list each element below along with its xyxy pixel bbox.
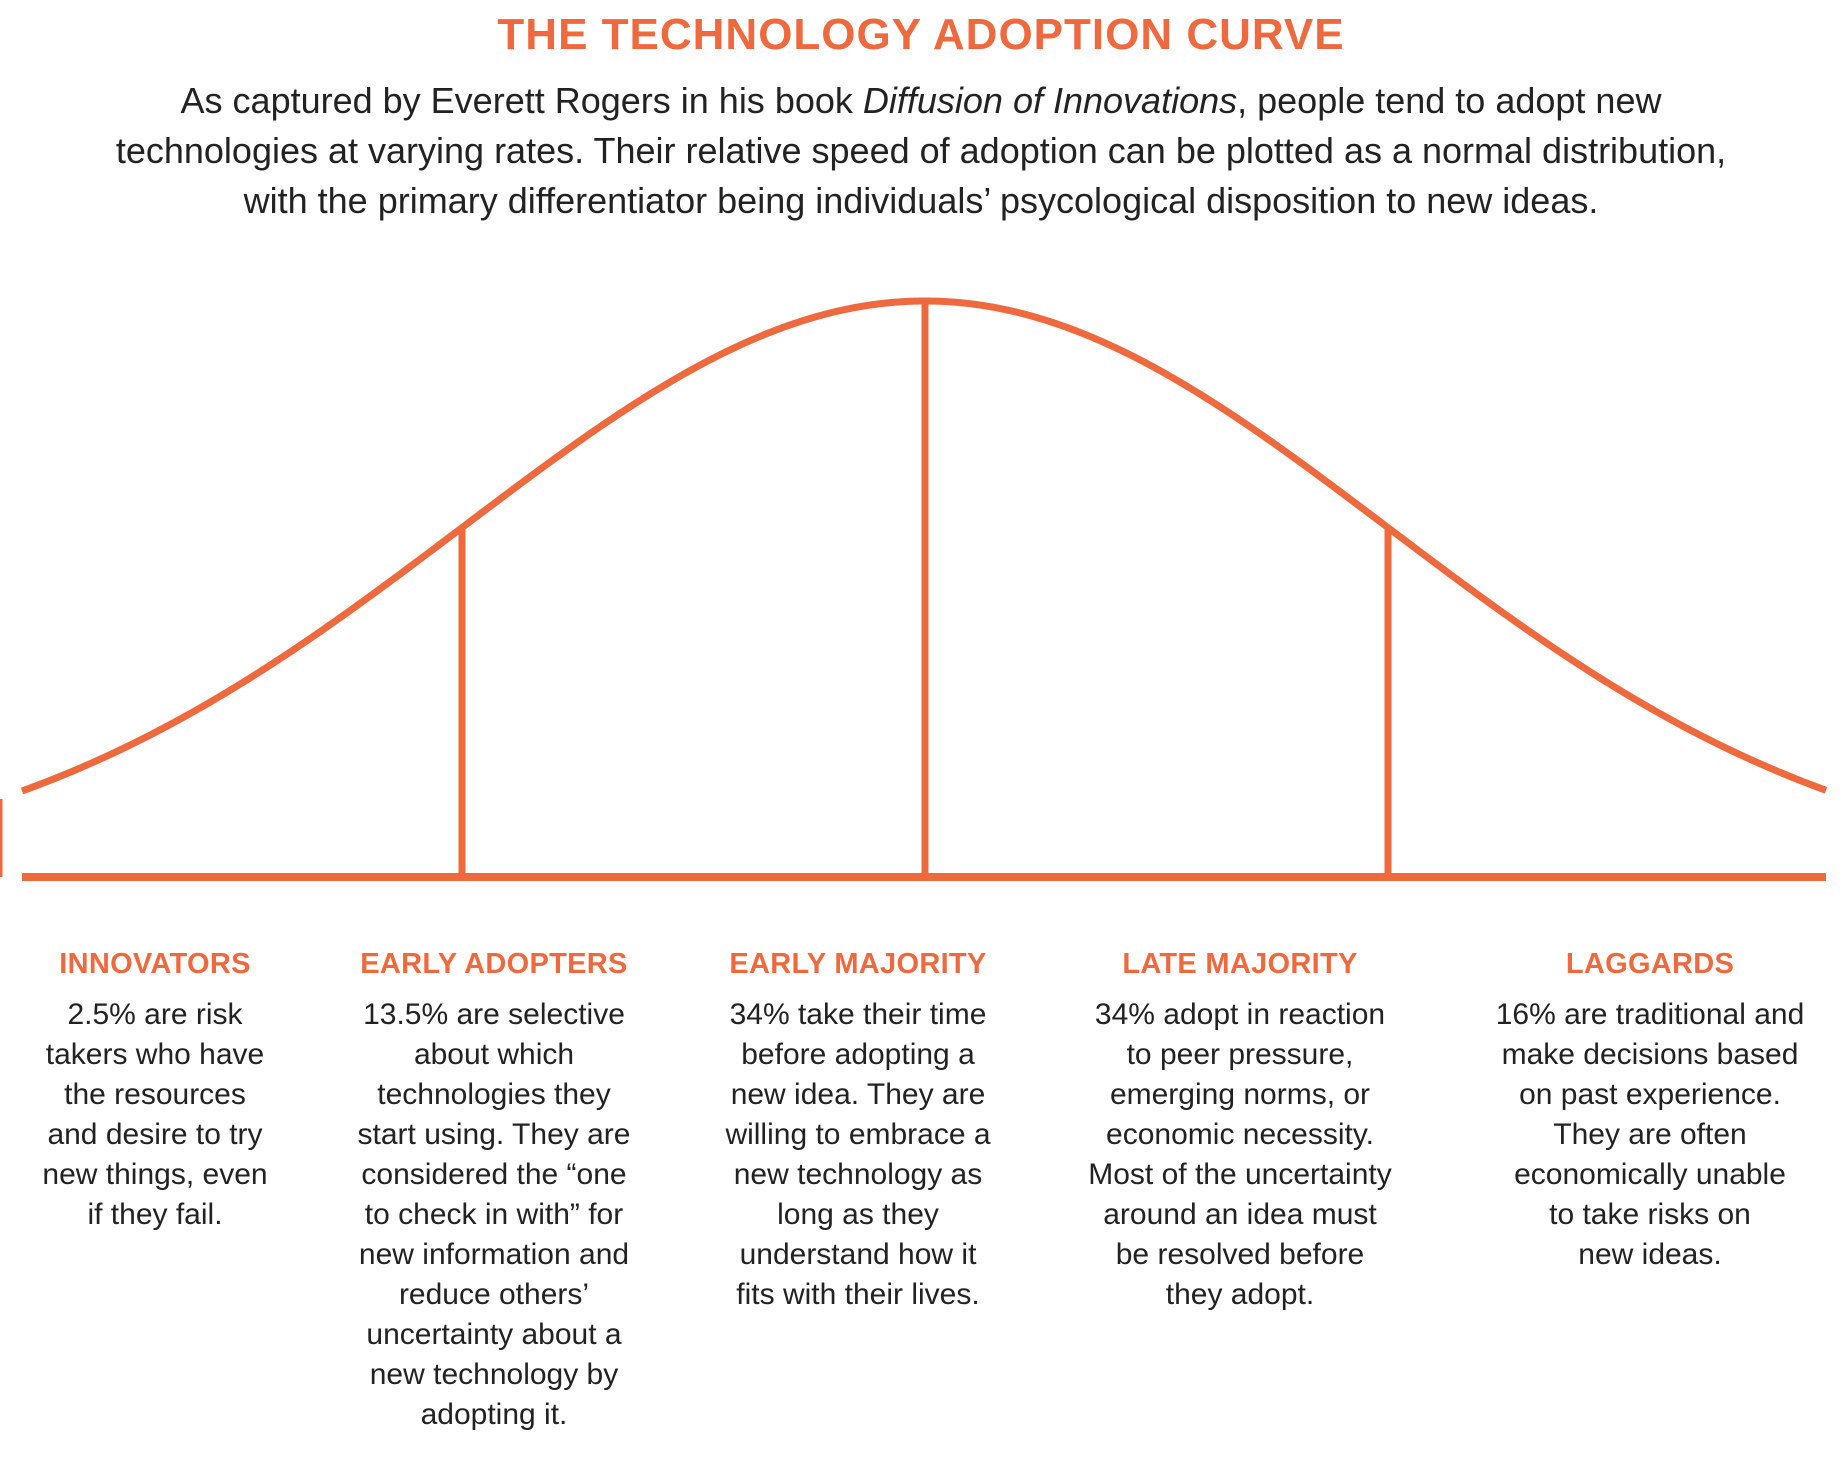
segment-laggards: LAGGARDS 16% are traditional and make dec…: [1470, 948, 1830, 1275]
description-line: reduce others’: [398, 1278, 590, 1311]
description-line: they adopt.: [1165, 1278, 1315, 1311]
segment-late-majority: LATE MAJORITY 34% adopt in reaction to pe…: [1065, 948, 1415, 1315]
description-line: new information and: [358, 1238, 630, 1271]
description-line: and desire to try: [47, 1118, 263, 1151]
segment-title-early-majority: EARLY MAJORITY: [729, 948, 987, 980]
description-line: long as they: [777, 1198, 939, 1231]
description-line: make decisions based: [1501, 1038, 1799, 1071]
description-line: 34% adopt in reaction: [1094, 998, 1386, 1031]
description-line: economically unable: [1514, 1158, 1786, 1191]
book-title: Diffusion of Innovations: [862, 80, 1238, 121]
description-line: new things, even: [42, 1158, 268, 1191]
description-line: new idea. They are: [730, 1078, 986, 1111]
segment-description-laggards: 16% are traditional and make decisions ba…: [1470, 995, 1830, 1275]
description-line: fits with their lives.: [736, 1278, 980, 1311]
segment-description-late-majority: 34% adopt in reaction to peer pressure, em…: [1065, 995, 1415, 1315]
segment-title-late-majority: LATE MAJORITY: [1122, 948, 1358, 980]
description-line: to peer pressure,: [1126, 1038, 1354, 1071]
segment-description-early-majority: 34% take their time before adopting a new …: [698, 995, 1018, 1315]
description-line: start using. They are: [357, 1118, 631, 1151]
description-line: 2.5% are risk: [67, 998, 243, 1031]
description-line: adopting it.: [420, 1398, 568, 1431]
description-line: considered the “one: [361, 1158, 627, 1191]
description-line: technologies they: [377, 1078, 611, 1111]
segment-innovators: INNOVATORS 2.5% are risk takers who have t…: [0, 948, 310, 1235]
segment-early-majority: EARLY MAJORITY 34% take their time before…: [698, 948, 1018, 1315]
description-line: economic necessity.: [1106, 1118, 1374, 1151]
description-line: new ideas.: [1578, 1238, 1722, 1271]
description-line: takers who have: [45, 1038, 265, 1071]
intro-text-line2: technologies at varying rates. Their rel…: [115, 130, 1727, 171]
intro-text-line3: with the primary differentiator being in…: [243, 180, 1599, 221]
intro-text-start: As captured by Everett Rogers in his boo…: [180, 80, 863, 121]
segment-description-innovators: 2.5% are risk takers who have the resource…: [0, 995, 310, 1235]
description-line: be resolved before: [1115, 1238, 1365, 1271]
segment-title-laggards: LAGGARDS: [1565, 948, 1735, 980]
description-line: around an idea must: [1103, 1198, 1377, 1231]
description-line: the resources: [64, 1078, 246, 1111]
description-line: to take risks on: [1549, 1198, 1751, 1231]
description-line: 13.5% are selective: [363, 998, 625, 1031]
description-line: new technology by: [369, 1358, 619, 1391]
intro-paragraph: As captured by Everett Rogers in his boo…: [30, 76, 1812, 226]
intro-text-line1-end: , people tend to adopt new: [1237, 80, 1662, 121]
description-line: if they fail.: [87, 1198, 223, 1231]
description-line: They are often: [1553, 1118, 1747, 1151]
segment-title-innovators: INNOVATORS: [59, 948, 251, 980]
description-line: 16% are traditional and: [1495, 998, 1805, 1031]
description-line: to check in with” for: [364, 1198, 624, 1231]
description-line: understand how it: [739, 1238, 977, 1271]
bell-curve: [20, 297, 1828, 795]
description-line: new technology as: [733, 1158, 983, 1191]
description-line: 34% take their time: [729, 998, 987, 1031]
description-line: on past experience.: [1519, 1078, 1781, 1111]
description-line: about which: [413, 1038, 575, 1071]
curve-dividers: [0, 301, 1392, 877]
description-line: Most of the uncertainty: [1088, 1158, 1392, 1191]
page-title: THE TECHNOLOGY ADOPTION CURVE: [497, 10, 1345, 59]
description-line: emerging norms, or: [1109, 1078, 1371, 1111]
segment-description-early-adopters: 13.5% are selective about which technologi…: [334, 995, 654, 1435]
description-line: before adopting a: [741, 1038, 975, 1071]
segment-early-adopters: EARLY ADOPTERS 13.5% are selective about …: [334, 948, 654, 1435]
description-line: willing to embrace a: [725, 1118, 991, 1151]
segment-title-early-adopters: EARLY ADOPTERS: [360, 948, 628, 980]
description-line: uncertainty about a: [366, 1318, 622, 1351]
